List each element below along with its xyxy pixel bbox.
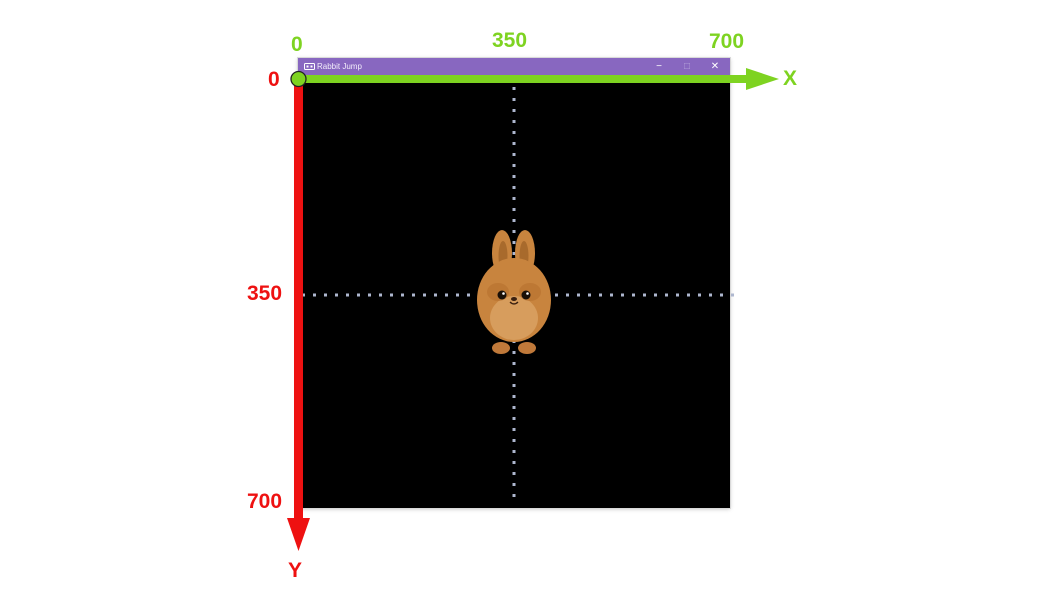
title-bar[interactable]: Rabbit Jump − □ ✕ (298, 58, 730, 75)
window-title: Rabbit Jump (317, 62, 362, 71)
app-icon (304, 63, 315, 70)
y-axis-label: Y (288, 559, 303, 582)
close-button[interactable]: ✕ (710, 61, 720, 72)
maximize-button[interactable]: □ (683, 61, 691, 72)
y-tick-350: 350 (247, 282, 283, 305)
minimize-button[interactable]: − (656, 61, 662, 72)
y-tick-0: 0 (268, 68, 280, 91)
y-tick-700: 700 (247, 490, 283, 513)
x-tick-350: 350 (492, 29, 528, 52)
x-axis-label: X (783, 67, 798, 90)
x-tick-700: 700 (709, 30, 745, 53)
x-tick-0: 0 (291, 33, 303, 56)
game-window: Rabbit Jump − □ ✕ (298, 58, 730, 508)
game-canvas[interactable] (298, 75, 730, 508)
